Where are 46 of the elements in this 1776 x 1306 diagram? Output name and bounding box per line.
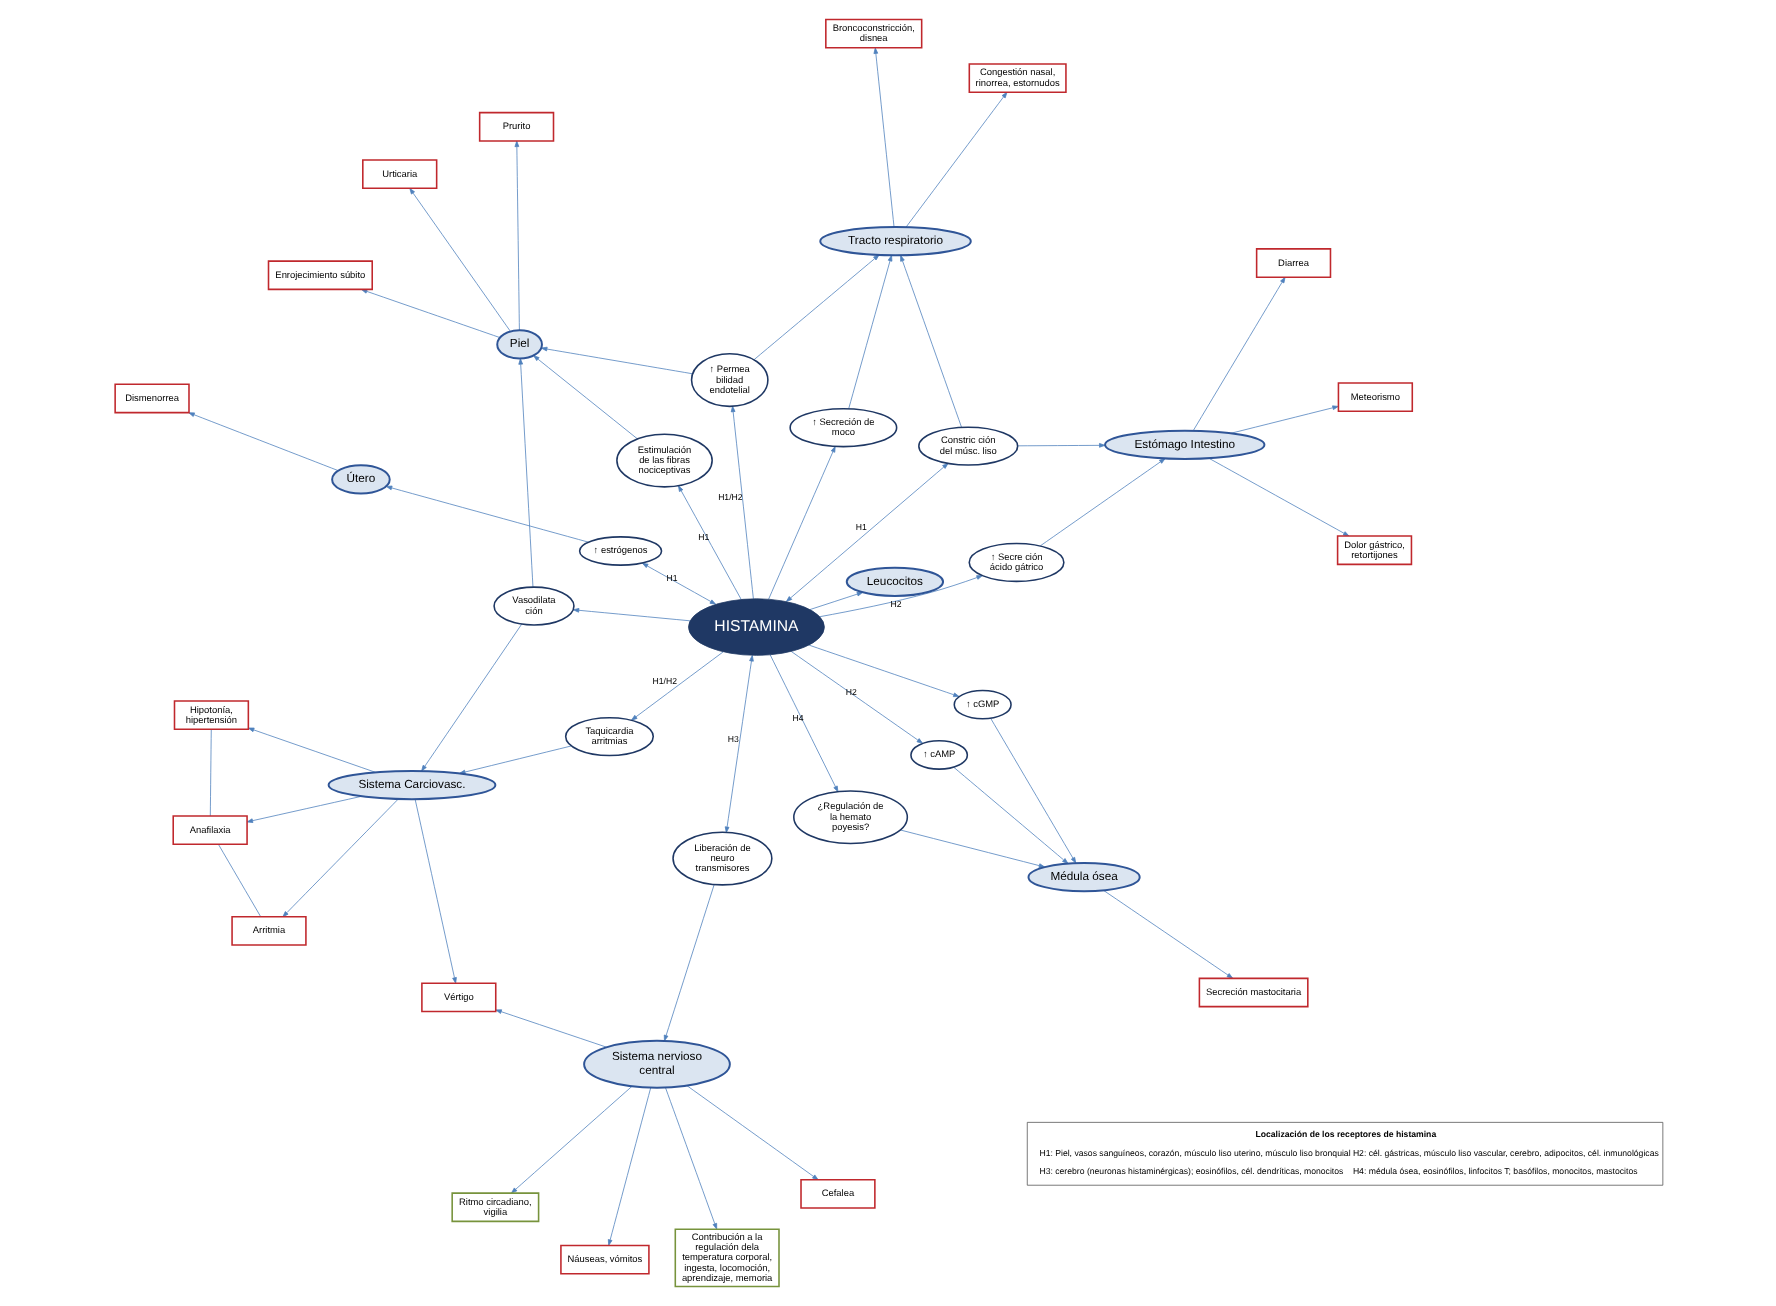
arrow <box>413 798 456 984</box>
arrow <box>818 575 982 618</box>
arrow <box>510 1085 632 1194</box>
arrow <box>187 412 338 471</box>
arrow <box>540 346 692 375</box>
arrow <box>952 766 1068 864</box>
arrow <box>767 446 835 600</box>
arrow <box>784 463 948 602</box>
arrow <box>899 255 961 428</box>
arrow <box>513 140 519 331</box>
arrow <box>281 798 398 918</box>
arrow <box>677 485 741 600</box>
arrow <box>1229 405 1338 434</box>
arrow <box>384 485 588 543</box>
arrow <box>729 405 753 600</box>
arrow <box>641 562 716 605</box>
arrow <box>408 188 510 332</box>
arrow <box>1191 276 1285 431</box>
arrow <box>606 1087 651 1246</box>
arrow <box>1016 443 1105 448</box>
arrow <box>1102 890 1233 979</box>
arrow <box>630 651 723 721</box>
arrow <box>723 655 753 833</box>
arrow <box>898 829 1045 868</box>
arrow <box>494 1009 607 1048</box>
arrow <box>662 884 714 1042</box>
arrow <box>420 623 522 772</box>
arrow <box>847 255 892 410</box>
arrow <box>752 254 879 360</box>
arrow <box>808 591 863 610</box>
connector <box>217 843 261 918</box>
arrow <box>904 91 1007 228</box>
arrow <box>664 1087 717 1230</box>
arrow <box>789 651 922 744</box>
connector <box>208 729 211 817</box>
arrow <box>571 608 690 622</box>
arrow <box>807 644 959 697</box>
arrow <box>245 795 361 823</box>
arrow <box>989 718 1076 864</box>
arrow <box>685 1085 818 1181</box>
arrow <box>768 654 838 793</box>
arrow <box>1038 458 1165 547</box>
arrow <box>872 47 894 228</box>
arrow <box>532 355 637 440</box>
arrow <box>517 358 533 588</box>
arrow <box>247 727 375 773</box>
